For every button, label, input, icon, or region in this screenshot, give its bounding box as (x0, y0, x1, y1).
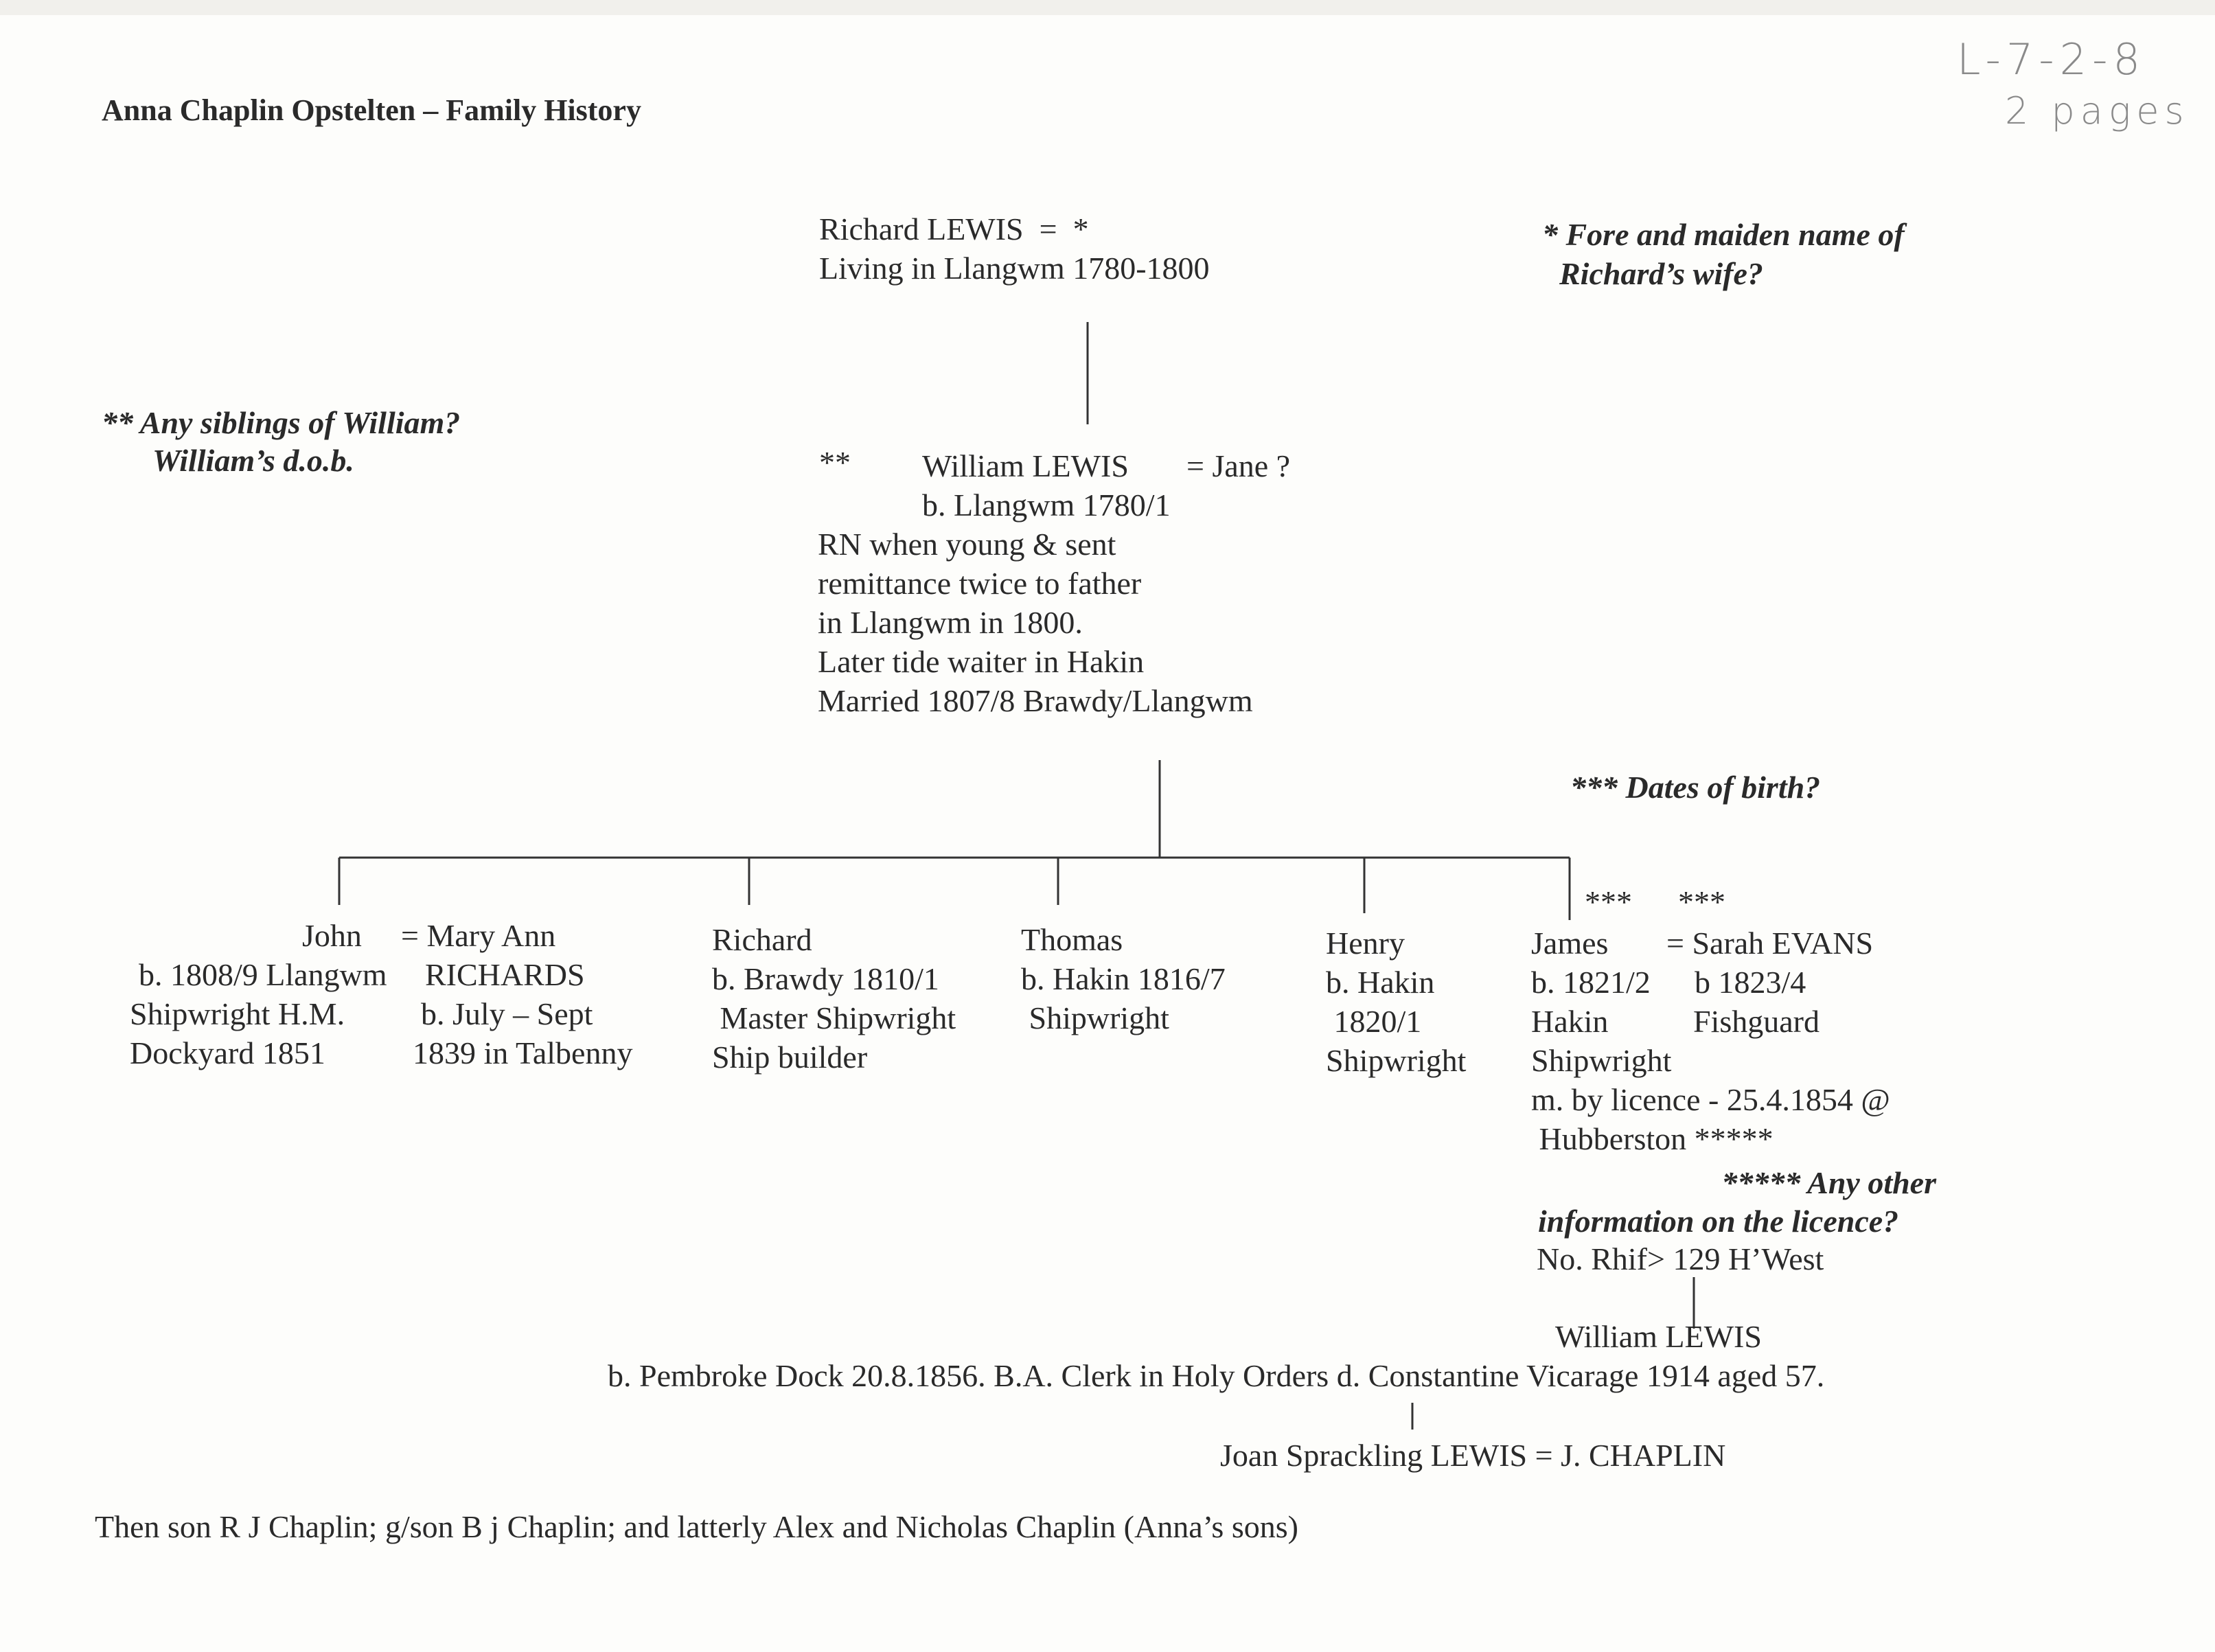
thomas-birth: b. Hakin 1816/7 (1021, 961, 1226, 996)
john-birth: b. 1808/9 Llangwm (139, 957, 387, 992)
william-detail: remittance twice to father (818, 566, 1142, 601)
william-detail: Later tide waiter in Hakin (818, 644, 1145, 679)
john-spouse-birthplace: 1839 in Talbenny (413, 1035, 633, 1070)
william-birth: b. Llangwm 1780/1 (922, 487, 1171, 523)
sarah-marker: *** (1678, 884, 1725, 919)
henry-name: Henry (1326, 926, 1405, 961)
joan-lewis-line: Joan Sprackling LEWIS = J. CHAPLIN (1220, 1438, 1726, 1473)
john-spouse-birth: b. July – Sept (421, 996, 593, 1031)
richard-lewis-line1: Richard LEWIS = * (819, 211, 1089, 246)
william-name: William LEWIS (922, 448, 1129, 483)
scan-edge (0, 0, 2215, 15)
thomas-name: Thomas (1021, 922, 1123, 957)
footer-note: Then son R J Chaplin; g/son B j Chaplin;… (95, 1509, 1298, 1544)
john-occupation: Shipwright H.M. (130, 996, 345, 1031)
william-marker: ** (819, 445, 851, 480)
licence-query-line2: information on the licence? (1538, 1204, 1899, 1239)
siblings-query-line2: William’s d.o.b. (152, 443, 354, 478)
licence-query-line1: ***** Any other (1721, 1165, 1936, 1200)
richard-birth: b. Brawdy 1810/1 (712, 961, 939, 996)
john-spouse-name: = Mary Ann (401, 918, 556, 953)
john-name: John (302, 918, 362, 953)
dates-query: *** Dates of birth? (1570, 770, 1821, 805)
sarah-name: = Sarah EVANS (1666, 926, 1874, 961)
james-occupation: Shipwright (1531, 1043, 1672, 1078)
john-occupation-2: Dockyard 1851 (130, 1035, 325, 1070)
thomas-occupation: Shipwright (1021, 1000, 1169, 1035)
james-birthplace: Hakin (1531, 1004, 1609, 1039)
sarah-birth: b 1823/4 (1695, 965, 1806, 1000)
sarah-birthplace: Fishguard (1693, 1004, 1820, 1039)
william-spouse: = Jane ? (1186, 448, 1291, 483)
wife-query-line1: * Fore and maiden name of (1542, 217, 1905, 252)
henry-birth: b. Hakin (1326, 965, 1435, 1000)
richard-lewis-line2: Living in Llangwm 1780-1800 (819, 251, 1210, 286)
henry-occupation: Shipwright (1326, 1043, 1467, 1078)
john-spouse-surname: RICHARDS (425, 957, 585, 992)
james-marriage-place: Hubberston ***** (1531, 1121, 1774, 1156)
wife-query-line2: Richard’s wife? (1559, 256, 1763, 291)
henry-birth-year: 1820/1 (1326, 1004, 1422, 1039)
james-birth: b. 1821/2 (1531, 965, 1651, 1000)
page-title: Anna Chaplin Opstelten – Family History (102, 93, 641, 127)
james-marker: *** (1585, 884, 1632, 919)
richard-occupation-2: Ship builder (712, 1040, 868, 1075)
william-detail: RN when young & sent (818, 527, 1116, 562)
handwritten-page-count: 2 pages (2005, 89, 2190, 133)
siblings-query-line1: ** Any siblings of William? (102, 405, 461, 440)
william-detail: Married 1807/8 Brawdy/Llangwm (818, 683, 1253, 718)
william-lewis-gen4-name: William LEWIS (1555, 1319, 1762, 1354)
licence-reference: No. Rhif> 129 H’West (1537, 1241, 1824, 1276)
richard-occupation: Master Shipwright (712, 1000, 956, 1035)
william-detail: in Llangwm in 1800. (818, 605, 1083, 640)
james-marriage: m. by licence - 25.4.1854 @ (1531, 1082, 1890, 1117)
william-lewis-gen4-details: b. Pembroke Dock 20.8.1856. B.A. Clerk i… (608, 1358, 1825, 1393)
richard-name: Richard (712, 922, 812, 957)
handwritten-archive-ref: L-7-2-8 (1957, 34, 2146, 84)
james-name: James (1531, 926, 1609, 961)
